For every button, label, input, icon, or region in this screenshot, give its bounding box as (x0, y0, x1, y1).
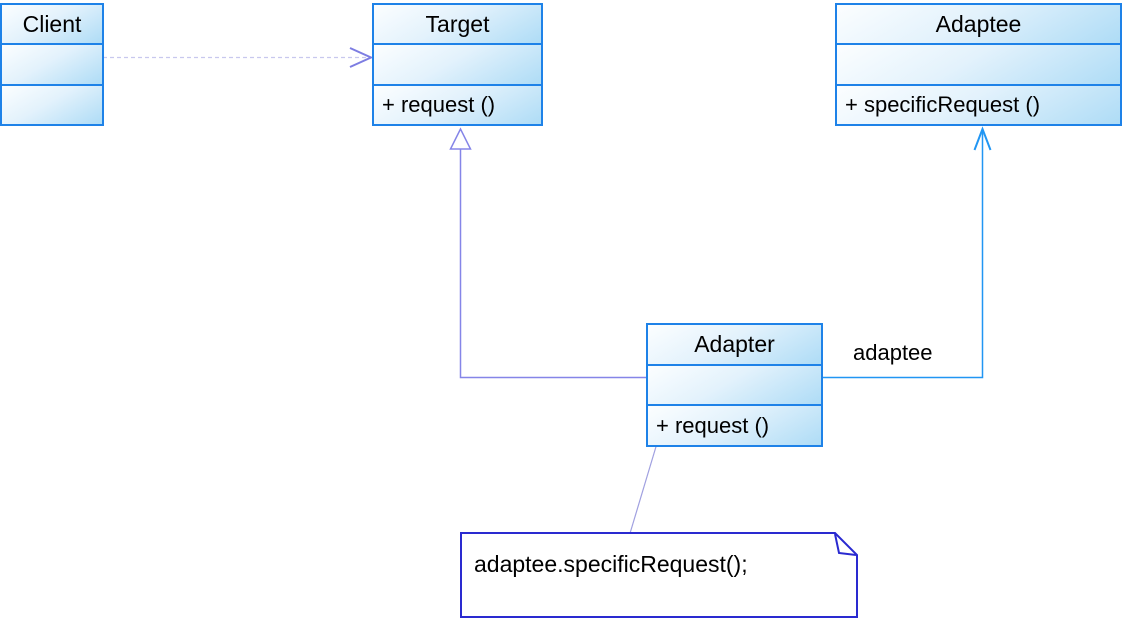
class-name-adaptee: Adaptee (837, 5, 1120, 44)
class-name-client: Client (2, 5, 102, 44)
class-attributes-adapter (648, 363, 821, 405)
class-attributes-client (2, 43, 102, 84)
class-methods-target: + request () (374, 83, 541, 124)
class-name-adapter: Adapter (648, 325, 821, 364)
uml-class-target: Target + request () (372, 3, 543, 126)
note-fold (834, 533, 857, 556)
association-line (823, 129, 984, 379)
uml-class-adapter: Adapter + request () (646, 323, 823, 447)
class-methods-adapter: + request () (648, 404, 821, 446)
uml-class-adaptee: Adaptee + specificRequest () (835, 3, 1122, 126)
generalization-line (459, 149, 646, 379)
note-shape (460, 532, 858, 618)
note-text: adaptee.specificRequest(); (474, 551, 748, 577)
class-attributes-adaptee (837, 43, 1120, 84)
note-leader-line (627, 429, 662, 541)
class-attributes-target (374, 43, 541, 84)
uml-class-client: Client (0, 3, 104, 126)
class-name-target: Target (374, 5, 541, 44)
class-methods-adaptee: + specificRequest () (837, 83, 1120, 124)
association-arrowhead (973, 126, 992, 151)
generalization-triangle (449, 127, 472, 150)
association-role-label: adaptee (853, 340, 933, 365)
class-methods-client (2, 83, 102, 124)
dependency-arrowhead (349, 47, 374, 68)
